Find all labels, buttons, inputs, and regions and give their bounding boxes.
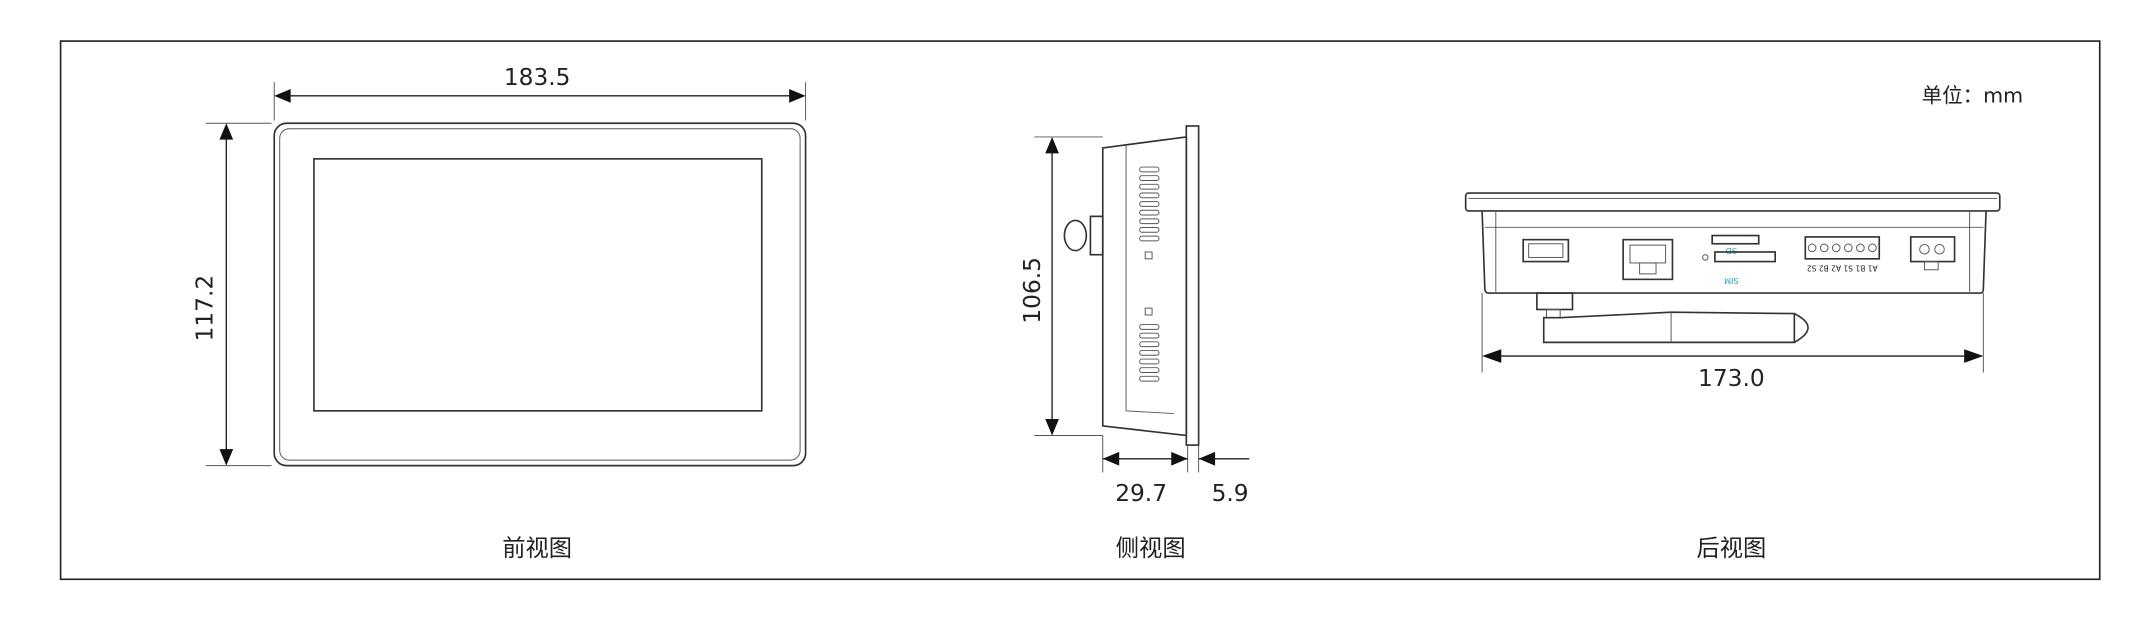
back-width-dim: 173.0 xyxy=(1698,365,1765,392)
vent-slot xyxy=(1139,175,1160,181)
front-view: 183.5 117.2 前视图 xyxy=(192,64,807,562)
sim-label: SIM xyxy=(1724,276,1739,286)
side-view-caption: 侧视图 xyxy=(1116,535,1186,562)
terminal-screw xyxy=(1843,243,1853,253)
side-depth-dim: 29.7 xyxy=(1115,480,1167,507)
vent-square xyxy=(1144,251,1153,260)
unit-label: 单位：mm xyxy=(1922,84,2024,108)
vent-slot xyxy=(1139,375,1160,382)
terminal-labels: A1 B1 S1 A2 B2 S2 xyxy=(1807,264,1878,273)
vent-slot xyxy=(1139,235,1160,242)
vent-slot xyxy=(1139,358,1160,365)
terminal-screw xyxy=(1856,243,1865,253)
vent-slot xyxy=(1139,201,1160,207)
usb-port xyxy=(1522,238,1570,263)
back-view: SD SIM A1 B1 S1 A2 B2 S2 173.0 后视图 xyxy=(1464,192,2001,562)
terminal-screw xyxy=(1831,243,1841,253)
terminal-screw xyxy=(1819,243,1829,253)
sd-slot xyxy=(1711,234,1760,245)
vent-slot xyxy=(1139,341,1160,348)
vent-square xyxy=(1144,307,1153,316)
front-view-caption: 前视图 xyxy=(502,535,572,562)
back-view-caption: 后视图 xyxy=(1696,535,1766,562)
vent-slot xyxy=(1139,349,1160,356)
side-bezel xyxy=(1185,125,1200,446)
back-bezel-lip xyxy=(1464,192,2001,212)
front-width-dim: 183.5 xyxy=(504,64,571,91)
sd-label: SD xyxy=(1726,246,1738,256)
vent-slot xyxy=(1139,332,1160,339)
side-bezel-dim: 5.9 xyxy=(1212,480,1249,507)
terminal-housing xyxy=(1804,236,1881,260)
terminal-block xyxy=(1804,236,1881,260)
vent-slot xyxy=(1139,324,1160,330)
front-height-dim: 117.2 xyxy=(192,275,219,342)
side-connector xyxy=(1089,215,1104,256)
side-height-dim: 106.5 xyxy=(1019,257,1046,324)
drawing-border xyxy=(59,40,2101,581)
vent-slot xyxy=(1139,166,1160,173)
side-vents xyxy=(1139,166,1160,382)
side-view: 106.5 29.7 5.9 侧视图 xyxy=(1019,125,1250,562)
power-connector xyxy=(1909,236,1956,263)
front-screen xyxy=(313,158,763,412)
front-bezel xyxy=(273,122,807,467)
vent-slot xyxy=(1139,218,1160,225)
terminal-screw xyxy=(1868,243,1877,253)
vent-slot xyxy=(1139,226,1160,233)
vent-slot xyxy=(1139,192,1160,199)
vent-slot xyxy=(1139,367,1160,373)
ethernet-port xyxy=(1622,238,1674,281)
antenna xyxy=(1542,311,1796,344)
sim-slot xyxy=(1714,251,1776,263)
antenna-mount xyxy=(1536,292,1574,311)
vent-slot xyxy=(1139,183,1160,190)
vent-slot xyxy=(1139,209,1160,216)
terminal-screw xyxy=(1807,243,1817,253)
